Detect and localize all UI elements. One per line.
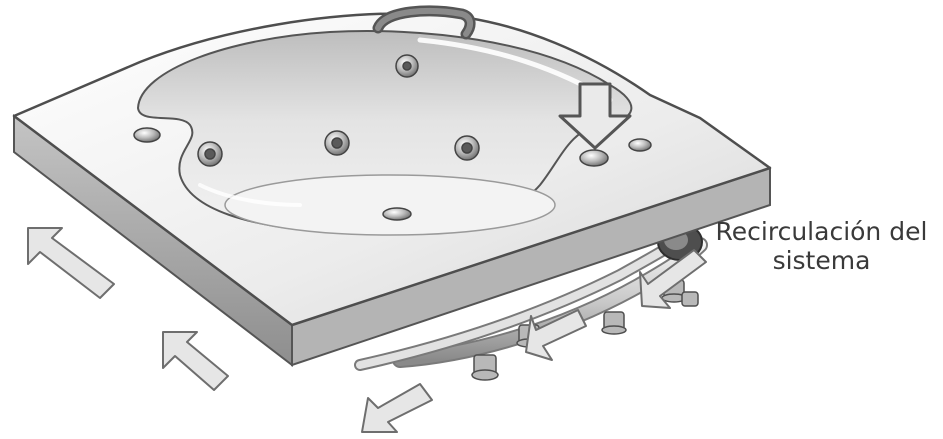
recirculation-label: Recirculación del sistema <box>700 217 943 275</box>
support-feet <box>471 279 699 381</box>
tub-basin <box>136 30 633 236</box>
flow-arrows-right <box>525 249 707 361</box>
jet-nozzles <box>133 54 652 221</box>
label-line-1: Recirculación del <box>715 217 928 246</box>
flow-arrow-icon <box>525 309 587 361</box>
flow-arrows-left <box>27 227 433 433</box>
flow-arrow-icon <box>361 383 433 433</box>
jet-nozzle-icon <box>197 141 223 167</box>
jet-nozzle-icon <box>324 130 350 156</box>
jet-nozzle-icon <box>395 54 419 78</box>
flow-arrow-icon <box>639 249 707 309</box>
flow-arrow-icon <box>27 227 115 299</box>
drain-icon <box>382 207 412 221</box>
label-line-2: sistema <box>772 246 871 275</box>
jet-nozzle-icon <box>454 135 480 161</box>
down-arrow-icon <box>558 82 632 150</box>
flow-arrow-icon <box>162 331 229 391</box>
deck-fitting-icon <box>133 127 652 167</box>
